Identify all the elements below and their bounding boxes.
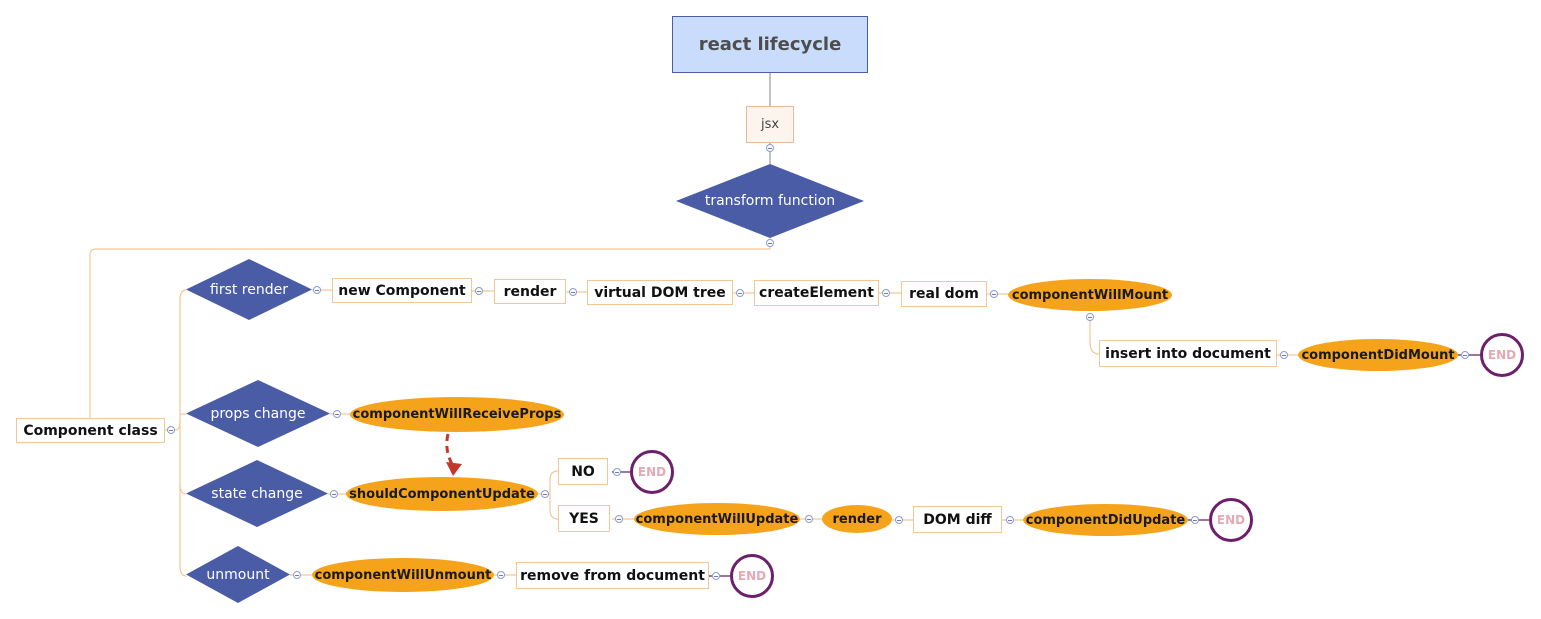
collapse-toggle-icon[interactable] (613, 468, 621, 476)
component-will-mount-ellipse: componentWillMount (1008, 279, 1172, 311)
component-did-mount-label: componentDidMount (1301, 347, 1455, 363)
state-change-diamond: state change (186, 460, 328, 527)
insert-into-document-box: insert into document (1099, 340, 1277, 367)
unmount-diamond: unmount (186, 546, 290, 603)
collapse-toggle-icon[interactable] (293, 571, 301, 579)
collapse-toggle-icon[interactable] (990, 290, 998, 298)
real-dom-box: real dom (901, 281, 987, 307)
component-did-update-label: componentDidUpdate (1025, 512, 1186, 528)
collapse-toggle-icon[interactable] (712, 572, 720, 580)
transform-function-diamond: transform function (676, 164, 864, 238)
insert-into-document-label: insert into document (1105, 345, 1271, 362)
first-render-label: first render (210, 281, 288, 298)
should-component-update-label: shouldComponentUpdate (349, 486, 535, 502)
collapse-toggle-icon[interactable] (167, 426, 175, 434)
collapse-toggle-icon[interactable] (1280, 351, 1288, 359)
no-box: NO (558, 458, 608, 485)
create-element-label: createElement (759, 285, 874, 301)
new-component-box: new Component (332, 278, 472, 303)
state-change-label: state change (211, 485, 303, 502)
jsx-label: jsx (760, 117, 780, 132)
collapse-toggle-icon[interactable] (1191, 516, 1199, 524)
remove-from-document-label: remove from document (520, 567, 705, 584)
collapse-toggle-icon[interactable] (541, 490, 549, 498)
collapse-toggle-icon[interactable] (805, 515, 813, 523)
end-label: END (1487, 348, 1517, 362)
dom-diff-label: DOM diff (923, 511, 992, 528)
virtual-dom-tree-box: virtual DOM tree (587, 280, 733, 305)
real-dom-label: real dom (909, 286, 979, 302)
collapse-toggle-icon[interactable] (569, 288, 577, 296)
collapse-toggle-icon[interactable] (882, 289, 890, 297)
collapse-toggle-icon[interactable] (736, 289, 744, 297)
render-ellipse-label: render (832, 511, 882, 527)
component-will-receive-props-label: componentWillReceiveProps (352, 407, 562, 422)
collapse-toggle-icon[interactable] (895, 516, 903, 524)
render-ellipse: render (822, 505, 892, 533)
title-box: react lifecycle (672, 16, 868, 73)
component-class-label: Component class (23, 422, 158, 439)
collapse-toggle-icon[interactable] (475, 287, 483, 295)
virtual-dom-tree-label: virtual DOM tree (594, 284, 726, 301)
first-render-end-circle: END (1480, 333, 1524, 377)
dom-diff-box: DOM diff (913, 506, 1002, 533)
collapse-toggle-icon[interactable] (615, 515, 623, 523)
component-will-receive-props-ellipse: componentWillReceiveProps (350, 397, 564, 432)
end-label: END (1216, 513, 1246, 527)
component-will-mount-label: componentWillMount (1011, 287, 1169, 303)
component-class-box: Component class (16, 418, 165, 443)
component-will-update-label: componentWillUpdate (635, 511, 799, 527)
component-will-update-ellipse: componentWillUpdate (634, 503, 800, 535)
create-element-box: createElement (754, 280, 879, 306)
remove-from-document-box: remove from document (516, 562, 709, 589)
yes-label: YES (569, 510, 599, 527)
unmount-end-circle: END (730, 554, 774, 598)
props-change-label: props change (210, 405, 306, 422)
component-did-update-ellipse: componentDidUpdate (1023, 504, 1188, 536)
collapse-toggle-icon[interactable] (1461, 351, 1469, 359)
first-render-diamond: first render (186, 259, 312, 320)
props-to-should-update-arrow (445, 433, 455, 467)
end-label: END (737, 569, 767, 583)
props-change-diamond: props change (186, 380, 330, 447)
component-will-unmount-ellipse: componentWillUnmount (312, 558, 494, 592)
collapse-toggle-icon[interactable] (497, 571, 505, 579)
end-label: END (637, 465, 667, 479)
title-label: react lifecycle (698, 34, 842, 55)
render-box: render (494, 279, 566, 304)
render-label: render (503, 283, 557, 300)
jsx-box: jsx (746, 106, 794, 143)
unmount-label: unmount (206, 566, 270, 583)
no-end-circle: END (630, 450, 674, 494)
yes-box: YES (558, 505, 610, 532)
collapse-toggle-icon[interactable] (313, 286, 321, 294)
new-component-label: new Component (338, 282, 466, 299)
component-will-unmount-label: componentWillUnmount (314, 567, 492, 583)
collapse-toggle-icon[interactable] (1006, 516, 1014, 524)
component-did-mount-ellipse: componentDidMount (1298, 339, 1458, 371)
yes-end-circle: END (1209, 498, 1253, 542)
collapse-toggle-icon[interactable] (766, 239, 774, 247)
collapse-toggle-icon[interactable] (1086, 313, 1094, 321)
collapse-toggle-icon[interactable] (333, 410, 341, 418)
collapse-toggle-icon[interactable] (766, 144, 774, 152)
transform-function-label: transform function (704, 193, 836, 209)
should-component-update-ellipse: shouldComponentUpdate (346, 477, 538, 511)
no-label: NO (571, 463, 595, 480)
collapse-toggle-icon[interactable] (330, 490, 338, 498)
